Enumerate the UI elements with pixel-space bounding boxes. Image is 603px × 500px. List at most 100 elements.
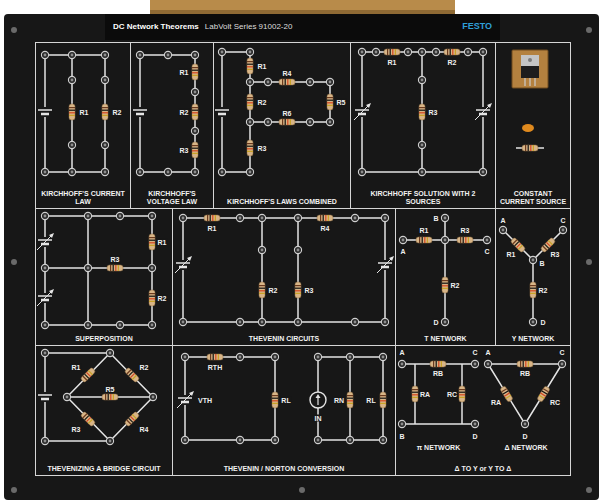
terminal-hole — [267, 81, 270, 84]
component-label: R1 — [419, 227, 430, 234]
terminal-jack — [464, 48, 471, 55]
resistor-band — [259, 290, 265, 291]
resistor-band — [247, 61, 253, 62]
terminal-hole — [421, 144, 424, 147]
terminal-hole — [151, 215, 154, 218]
component-label: B — [398, 433, 405, 440]
wire-gap — [37, 392, 53, 402]
component-label: C — [483, 248, 490, 255]
regulator-body — [521, 66, 539, 78]
terminal-hole — [486, 239, 489, 242]
component-label: RL — [365, 397, 376, 404]
terminal-hole — [317, 356, 320, 359]
terminal-hole — [249, 171, 252, 174]
section-label: THEVENIN CIRCUITS — [249, 335, 319, 342]
terminal-hole — [239, 321, 242, 324]
regulator-hole — [528, 58, 532, 62]
resistor-band — [347, 400, 353, 401]
resistor-band — [149, 242, 155, 243]
resistor-symbol — [124, 367, 140, 383]
resistor-band — [505, 395, 511, 399]
component-label: R2 — [157, 295, 168, 302]
terminal-jack — [258, 318, 265, 325]
resistor-symbol — [530, 282, 536, 298]
arrow-head — [389, 256, 394, 261]
terminal-hole — [482, 51, 485, 54]
resistor-body — [430, 361, 446, 367]
terminal-hole — [444, 239, 447, 242]
resistor-body — [419, 104, 425, 120]
terminal-hole — [182, 217, 185, 220]
component-label: B — [432, 215, 439, 222]
resistor-symbol — [272, 392, 278, 408]
resistor-band — [419, 110, 425, 111]
component-label: RTH — [207, 364, 223, 371]
resistor-band — [210, 354, 211, 360]
resistor-symbol — [517, 361, 533, 367]
section-label: KIRCHHOFF'S LAWS COMBINED — [227, 198, 337, 205]
terminal-hole — [249, 121, 252, 124]
terminal-hole — [329, 81, 332, 84]
resistor-band — [459, 397, 465, 398]
terminal-hole — [261, 249, 264, 252]
component-label: R2 — [268, 287, 279, 294]
resistor-band — [452, 49, 453, 55]
resistor-symbol — [444, 49, 460, 55]
resistor-band — [282, 79, 283, 85]
panel-section: π NETWORK — [396, 346, 481, 454]
panel-section: KIRCHHOFF'S LAWS COMBINED — [213, 42, 351, 209]
adjust-arrow — [177, 393, 192, 408]
terminal-hole — [71, 144, 74, 147]
component-label: A — [499, 217, 506, 224]
terminal-hole — [104, 144, 107, 147]
resistor-band — [192, 115, 198, 116]
resistor-band — [215, 354, 216, 360]
resistor-band — [113, 265, 114, 271]
resistor-band — [539, 395, 545, 399]
resistor-band — [424, 237, 425, 243]
resistor-band — [149, 296, 155, 297]
component-label: C — [558, 349, 565, 356]
terminal-hole — [402, 239, 405, 242]
terminal-jack — [294, 246, 301, 253]
terminal-hole — [354, 321, 357, 324]
resistor-band — [210, 215, 211, 221]
resistor-band — [327, 105, 333, 106]
terminal-jack — [68, 51, 75, 58]
panel-section: Δ TO Y or Y TO Δπ NETWORKΔ NETWORK — [395, 345, 571, 476]
resistor-body — [444, 49, 460, 55]
resistor-band — [192, 148, 198, 149]
terminal-hole — [361, 51, 364, 54]
resistor-band — [192, 153, 198, 154]
terminal-jack — [471, 420, 478, 427]
battery-plate — [41, 398, 49, 401]
terminal-jack — [441, 318, 448, 325]
terminal-hole — [87, 215, 90, 218]
terminal-hole — [194, 130, 197, 133]
resistor-band — [436, 361, 437, 367]
section-label: THEVENIZING A BRIDGE CIRCUIT — [47, 465, 160, 472]
terminal-hole — [375, 51, 378, 54]
resistor-band — [295, 288, 301, 289]
resistor-symbol — [295, 282, 301, 298]
panel-screw — [11, 259, 17, 265]
resistor-band — [518, 245, 523, 250]
terminal-jack — [136, 168, 143, 175]
resistor-band — [380, 400, 386, 401]
battery-plate — [38, 109, 52, 111]
terminal-jack — [471, 360, 478, 367]
resistor-band — [69, 115, 75, 116]
terminal-jack — [381, 214, 388, 221]
section-label: Δ NETWORK — [504, 444, 547, 451]
resistor-band — [528, 145, 529, 151]
battery-plate — [178, 397, 192, 399]
wire — [362, 52, 483, 172]
component-label: R2 — [447, 59, 458, 66]
resistor-band — [247, 146, 253, 147]
resistor-band — [247, 69, 253, 70]
terminal-jack — [101, 141, 108, 148]
terminal-hole — [532, 259, 535, 262]
terminal-hole — [44, 215, 47, 218]
resistor-body — [192, 104, 198, 120]
